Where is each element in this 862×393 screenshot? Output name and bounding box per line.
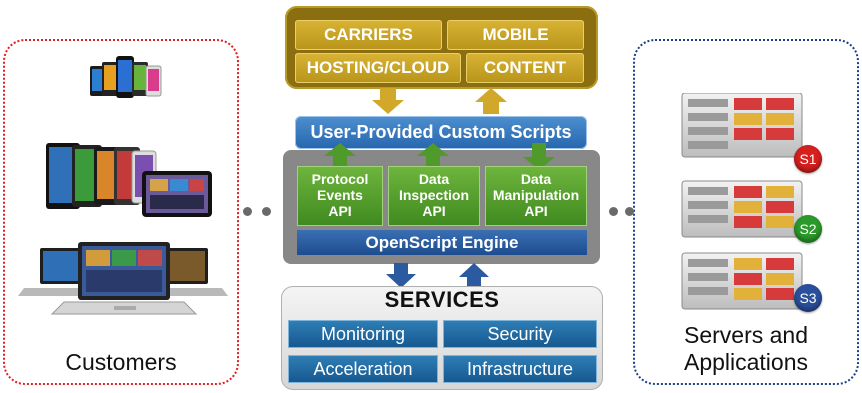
smartphones-image: [90, 56, 162, 98]
customers-label: Customers: [65, 349, 177, 375]
api-line: Events: [317, 187, 363, 203]
segment-mobile: MOBILE: [447, 20, 584, 50]
api-line: API: [328, 203, 352, 219]
green-arrows: [324, 143, 555, 170]
custom-scripts-bar: User-Provided Custom Scripts: [295, 116, 587, 149]
customers-group: [3, 39, 239, 385]
api-line: Manipulation: [492, 187, 580, 203]
segment-carriers: CARRIERS: [295, 20, 442, 50]
server-racks-image: [681, 93, 803, 310]
connector-dot: [609, 207, 618, 216]
api-line: API: [524, 203, 548, 219]
api-line: Data: [520, 171, 552, 187]
arrow-down-icon: [386, 263, 416, 288]
laptops-image: [18, 242, 228, 315]
connector-dot: [243, 207, 252, 216]
api-protocol-events: Protocol Events API: [297, 166, 383, 226]
arrow-down-icon: [372, 88, 404, 114]
api-data-manipulation: Data Manipulation API: [485, 166, 587, 226]
server-badge-s3: S3: [794, 284, 822, 312]
api-line: Inspection: [398, 187, 469, 203]
api-line: Protocol: [311, 171, 369, 187]
api-line: API: [422, 203, 446, 219]
blue-arrows: [386, 263, 489, 288]
arrow-up-icon: [459, 263, 489, 288]
gold-arrows: [372, 88, 507, 114]
service-infrastructure: Infrastructure: [443, 355, 597, 383]
servers-label-line1: Servers and: [683, 322, 808, 348]
arrow-down-icon: [523, 143, 555, 170]
openscript-engine-bar: OpenScript Engine: [297, 230, 587, 255]
services-title: SERVICES: [384, 287, 500, 312]
segment-hosting-cloud: HOSTING/CLOUD: [295, 53, 461, 83]
service-security: Security: [443, 320, 597, 348]
servers-label: Servers and Applications: [633, 322, 859, 376]
connector-dot: [262, 207, 271, 216]
tablets-image: [46, 143, 212, 217]
api-line: Data: [418, 171, 450, 187]
arrow-up-icon: [417, 143, 449, 170]
service-monitoring: Monitoring: [288, 320, 438, 348]
segment-content: CONTENT: [466, 53, 584, 83]
servers-group: [633, 39, 859, 385]
arrow-up-icon: [475, 88, 507, 114]
api-data-inspection: Data Inspection API: [388, 166, 480, 226]
server-badge-s2: S2: [794, 215, 822, 243]
server-badge-s1: S1: [794, 145, 822, 173]
service-acceleration: Acceleration: [288, 355, 438, 383]
connector-dot: [625, 207, 634, 216]
servers-label-line2: Applications: [683, 349, 809, 375]
arrow-up-icon: [324, 143, 356, 170]
